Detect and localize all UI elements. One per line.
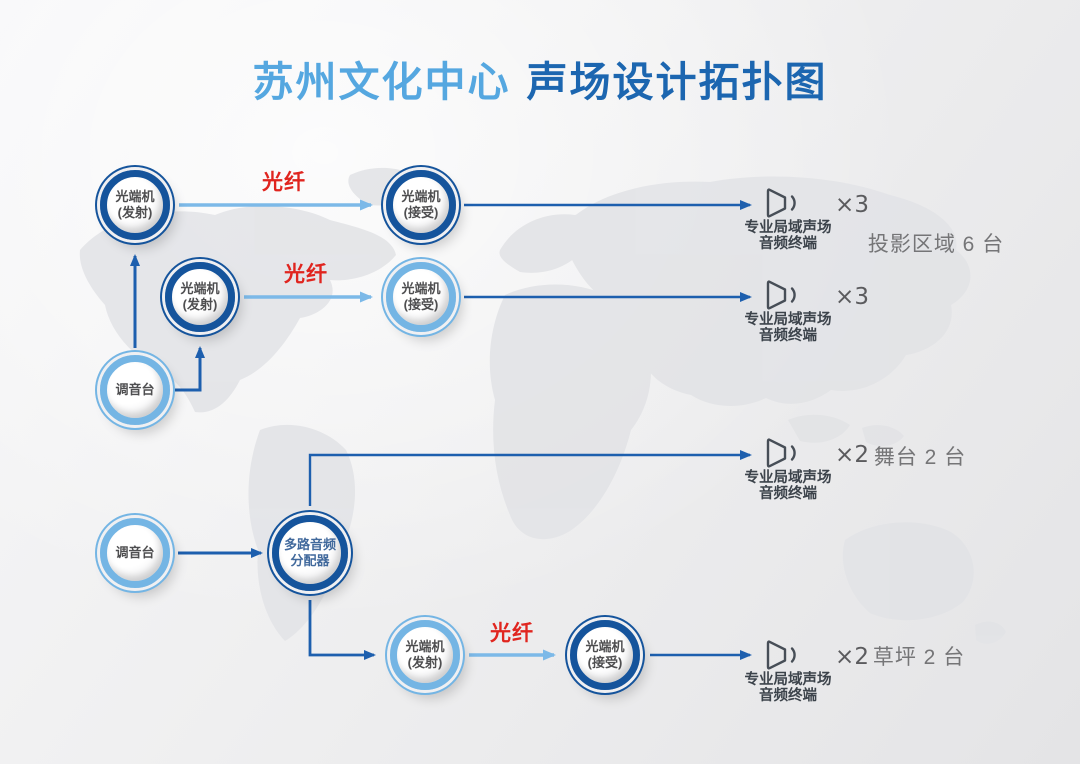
- speaker-icon: [766, 640, 796, 670]
- wire-distributor-terminal3: [308, 450, 752, 506]
- node-label: 光端机: [401, 281, 441, 297]
- terminal-label: 专业局域声场音频终端: [744, 220, 832, 252]
- fiber-label-2: 光纤: [284, 263, 328, 286]
- node-label: 光端机: [405, 639, 445, 655]
- node-audio-distributor: 多路音频分配器: [272, 515, 348, 591]
- speaker-icon: [766, 438, 796, 468]
- node-label: 光端机: [180, 281, 220, 297]
- page-title-venue: 苏州文化中心: [252, 59, 511, 105]
- node-label: (接受): [403, 205, 439, 220]
- node-label: (发射): [117, 205, 153, 220]
- fiber-label-1: 光纤: [262, 171, 306, 194]
- node-label: (接受): [587, 655, 623, 670]
- terminal-count: ×2: [835, 442, 869, 468]
- node-optical-rx-2: 光端机(接受): [386, 262, 456, 332]
- node-label: 光端机: [115, 189, 155, 205]
- node-label: (发射): [407, 655, 443, 670]
- area-label-lawn: 草坪 2 台: [872, 646, 966, 669]
- terminal-label: 专业局域声场音频终端: [744, 672, 832, 704]
- node-label: 光端机: [401, 189, 441, 205]
- wire-mixer1-tx2: [175, 346, 205, 392]
- area-label-stage: 舞台 2 台: [873, 446, 967, 469]
- node-label: 调音台: [115, 382, 155, 398]
- node-label: 调音台: [115, 545, 155, 561]
- wire-distributor-tx3: [308, 600, 376, 660]
- area-label-projection: 投影区域 6 台: [867, 233, 1005, 256]
- node-optical-tx-1: 光端机(发射): [100, 170, 170, 240]
- node-optical-tx-3: 光端机(发射): [390, 620, 460, 690]
- terminal-count: ×3: [835, 284, 869, 310]
- node-label: 光端机: [585, 639, 625, 655]
- node-optical-tx-2: 光端机(发射): [165, 262, 235, 332]
- node-label: 分配器: [290, 553, 330, 568]
- node-mixer-2: 调音台: [100, 518, 170, 588]
- terminal-count: ×3: [835, 192, 869, 218]
- terminal-label: 专业局域声场音频终端: [744, 470, 832, 502]
- node-mixer-1: 调音台: [100, 355, 170, 425]
- node-label: 多路音频: [283, 537, 336, 553]
- page-title-subject: 声场设计拓扑图: [526, 59, 828, 105]
- speaker-icon: [766, 188, 796, 218]
- node-label: (接受): [403, 297, 439, 312]
- terminal-label: 专业局域声场音频终端: [744, 312, 832, 344]
- page-title: 苏州文化中心声场设计拓扑图: [0, 48, 1080, 108]
- fiber-label-3: 光纤: [490, 622, 534, 645]
- node-label: (发射): [182, 297, 218, 312]
- node-optical-rx-1: 光端机(接受): [386, 170, 456, 240]
- speaker-icon: [766, 280, 796, 310]
- terminal-count: ×2: [835, 644, 869, 670]
- node-optical-rx-3: 光端机(接受): [570, 620, 640, 690]
